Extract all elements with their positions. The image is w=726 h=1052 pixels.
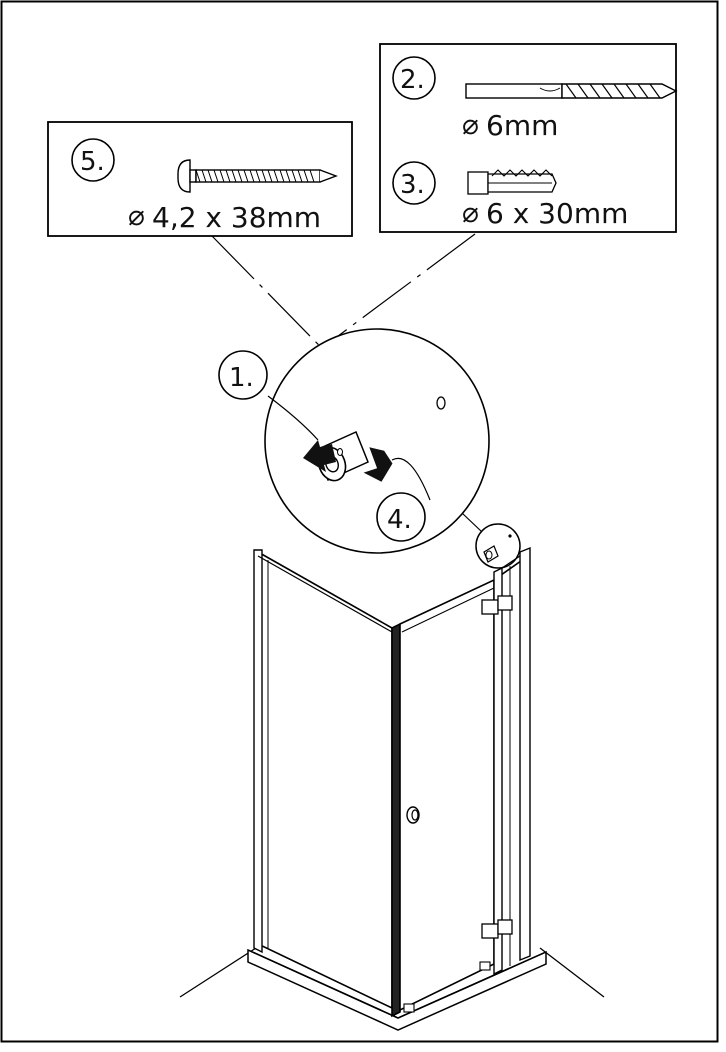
step-5-circle xyxy=(71,138,115,182)
drill-diameter-symbol: ⌀ xyxy=(462,108,479,141)
step-1-label: 1. xyxy=(229,363,254,393)
step-2-label: 2. xyxy=(400,65,425,95)
step-1-circle xyxy=(218,350,268,400)
screw-dimension: 4,2 x 38mm xyxy=(152,201,321,234)
step-4-label: 4. xyxy=(387,505,412,535)
drill-bit-icon xyxy=(465,83,678,99)
bracket-detail-circle xyxy=(475,523,521,569)
detail-magnifier xyxy=(264,328,490,554)
arrow-right-icon xyxy=(363,447,393,482)
floor-lines xyxy=(179,947,605,998)
plug-diameter-symbol: ⌀ xyxy=(462,196,479,229)
step-2-circle xyxy=(392,56,436,100)
step-3-circle xyxy=(392,161,436,205)
step-5-label: 5. xyxy=(80,147,105,177)
drill-dimension: 6mm xyxy=(486,109,558,142)
screw-diameter-symbol: ⌀ xyxy=(128,199,145,232)
drill-plug-box: 2. ⌀ 6mm 3. ⌀ 6 x 30mm xyxy=(379,43,678,233)
screw-icon xyxy=(177,159,338,193)
step-3-label: 3. xyxy=(400,170,425,200)
wall-hole-icon xyxy=(436,396,446,410)
screw-box: 5. ⌀ 4,2 x 38mm xyxy=(47,121,353,237)
door-panel xyxy=(399,578,495,1012)
shower-enclosure xyxy=(247,546,547,1031)
step-4-circle xyxy=(376,492,426,542)
wall-plug-icon xyxy=(467,169,557,195)
hinge-top xyxy=(481,599,499,615)
plug-dimension: 6 x 30mm xyxy=(486,197,628,230)
arrow-left-icon xyxy=(303,440,336,472)
hinge-bottom xyxy=(481,923,499,939)
